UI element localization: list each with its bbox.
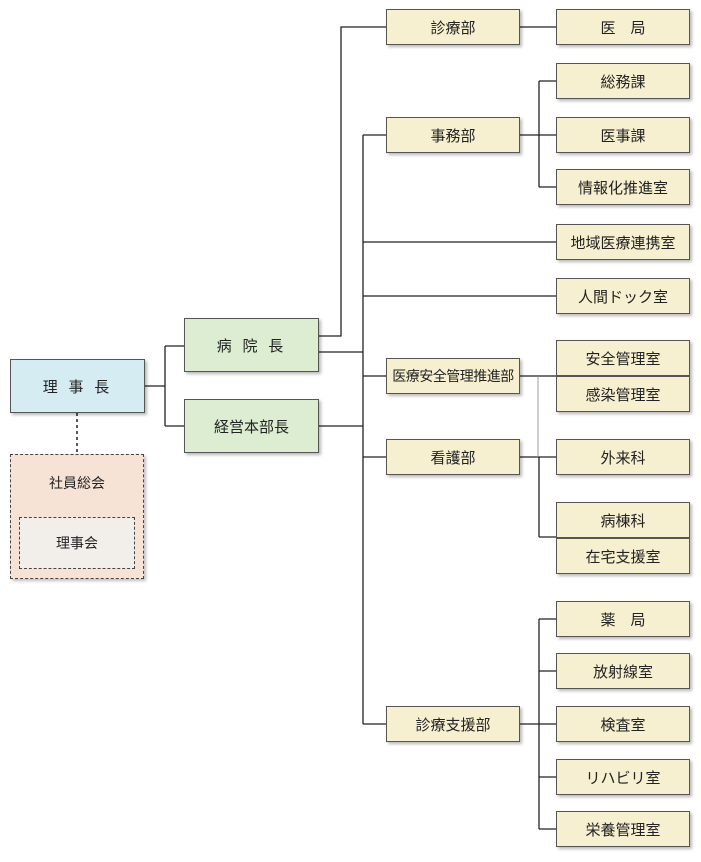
- unit-medical-affairs: 医事課: [556, 117, 690, 153]
- unit-rehabilitation: リハビリ室: [556, 759, 690, 795]
- dept-nursing: 看護部: [386, 439, 520, 475]
- connector-spine-branches: [363, 134, 556, 725]
- unit-safety-management: 安全管理室: [556, 340, 690, 376]
- unit-health-checkup: 人間ドック室: [556, 278, 690, 314]
- connector-chairman-branch: [145, 345, 184, 427]
- dept-clinical: 診療部: [386, 9, 520, 45]
- unit-it-promotion: 情報化推進室: [556, 169, 690, 205]
- connector-nursing-branches: [520, 456, 556, 538]
- connector-admin-branches: [520, 80, 556, 188]
- board-of-directors-box: 理事会: [19, 517, 135, 569]
- unit-regional-liaison: 地域医療連携室: [556, 224, 690, 260]
- unit-general-affairs: 総務課: [556, 63, 690, 99]
- connector-main-spine: [319, 135, 364, 724]
- unit-infection-control: 感染管理室: [556, 376, 690, 412]
- unit-medical-office: 医 局: [556, 9, 690, 45]
- unit-ward: 病棟科: [556, 502, 690, 538]
- unit-radiology: 放射線室: [556, 653, 690, 689]
- unit-outpatient: 外来科: [556, 439, 690, 475]
- hospital-director-box: 病 院 長: [184, 318, 319, 372]
- dept-admin: 事務部: [386, 117, 520, 153]
- chairman-box: 理 事 長: [10, 359, 145, 413]
- unit-pharmacy: 薬 局: [556, 601, 690, 637]
- unit-nutrition: 栄養管理室: [556, 811, 690, 847]
- general-assembly-group: 社員総会 理事会: [10, 454, 144, 579]
- executive-director-box: 経営本部長: [184, 399, 319, 453]
- dept-medical-safety: 医療安全管理推進部: [386, 358, 520, 394]
- unit-home-care: 在宅支援室: [556, 538, 690, 574]
- unit-laboratory: 検査室: [556, 706, 690, 742]
- dept-clinical-support: 診療支援部: [386, 706, 520, 742]
- connector-director-clinical: [319, 26, 386, 337]
- general-assembly-label: 社員総会: [49, 476, 105, 492]
- connector-support-branches: [520, 618, 556, 830]
